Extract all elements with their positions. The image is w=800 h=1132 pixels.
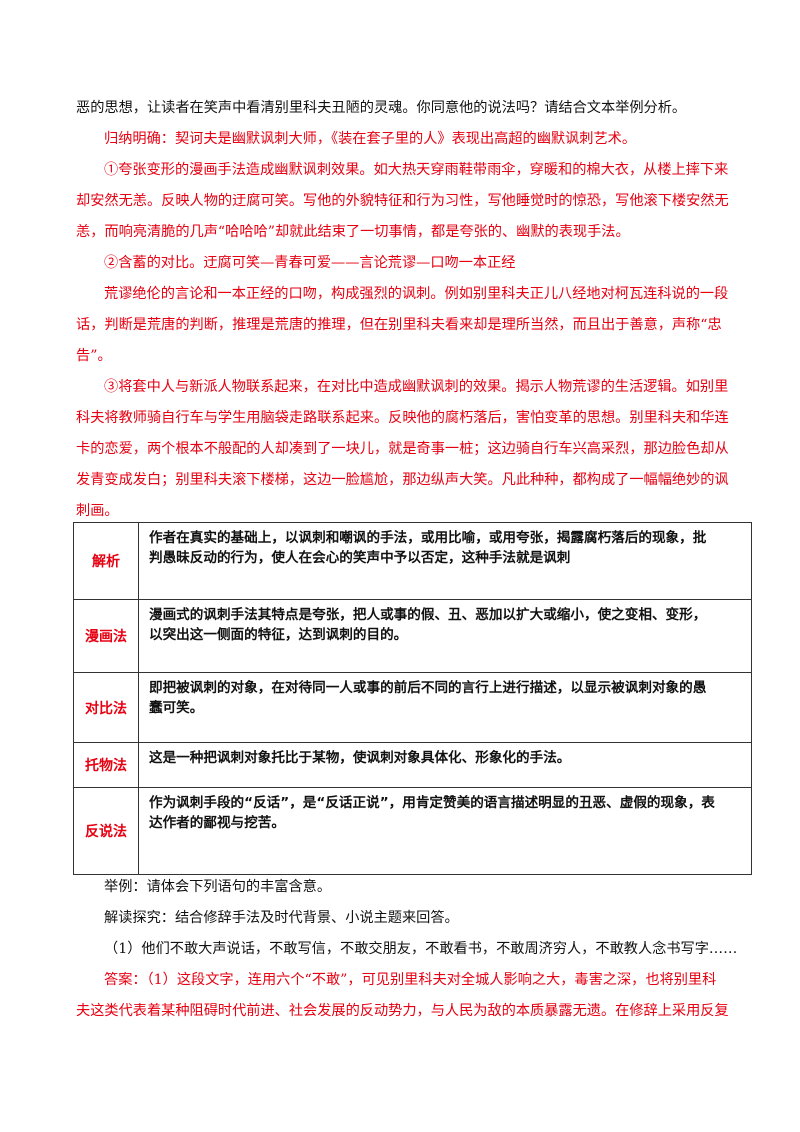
point-1-line: 却安然无恙。反映人物的迂腐可笑。写他的外貌特征和行为习性，写他睡觉时的惊恐，写他… <box>76 193 729 209</box>
description-line: 这是一种把讽刺对象托比于某物，使讽刺对象具体化、形象化的手法。 <box>149 750 571 766</box>
satire-techniques-table: 解析 作者在真实的基础上，以讽刺和嘲讽的手法，或用比喻，或用夸张，揭露腐朽落后的… <box>73 522 752 875</box>
point-3-line: 卡的恋爱，两个根本不般配的人却凑到了一块儿，就是奇事一桩；这边骑自行车兴高采烈，… <box>76 441 729 457</box>
question-text-line: 恶的思想，让读者在笑声中看清别里科夫丑陋的灵魂。你同意他的说法吗？请结合文本举例… <box>76 100 687 116</box>
example-prompt: 举例：请体会下列语句的丰富含意。 <box>104 879 332 895</box>
table-row: 托物法 这是一种把讽刺对象托比于某物，使讽刺对象具体化、形象化的手法。 <box>73 742 752 788</box>
point-3-line: 刺画。 <box>76 503 119 519</box>
description-line: 以突出这一侧面的特征，达到讽刺的目的。 <box>149 627 408 643</box>
answer-line: 答案：（1）这段文字，连用六个“不敢”，可见别里科夫对全城人影响之大，毒害之深，… <box>104 972 717 988</box>
row-description: 即把被讽刺的对象，在对待同一人或事的前后不同的言行上进行描述，以显示被讽刺对象的… <box>138 672 752 743</box>
row-term: 对比法 <box>73 672 139 743</box>
point-3-line: 科夫将教师骑自行车与学生用脑袋走路联系起来。反映他的腐朽落后，害怕变革的思想。别… <box>76 410 729 426</box>
row-description: 漫画式的讽刺手法其特点是夸张，把人或事的假、丑、恶加以扩大或缩小，使之变相、变形… <box>138 599 752 673</box>
answer-line: 夫这类代表着某种阻碍时代前进、社会发展的反动势力，与人民为敌的本质暴露无遗。在修… <box>76 1003 729 1019</box>
row-term: 漫画法 <box>73 599 139 673</box>
table-row: 对比法 即把被讽刺的对象，在对待同一人或事的前后不同的言行上进行描述，以显示被讽… <box>73 672 752 743</box>
point-2-heading: ②含蓄的对比。迂腐可笑—青春可爱——言论荒谬—口吻一本正经 <box>104 255 516 271</box>
row-term: 托物法 <box>73 742 139 788</box>
description-line: 作者在真实的基础上，以讽刺和嘲讽的手法，或用比喻，或用夸张，揭露腐朽落后的现象，… <box>149 530 707 546</box>
description-line: 达作者的鄙视与挖苦。 <box>149 815 285 831</box>
description-line: 作为讽刺手段的“反话”，是“反话正说”，用肯定赞美的语言描述明显的丑恶、虚假的现… <box>149 795 715 811</box>
description-line: 蠢可笑。 <box>149 700 204 716</box>
table-row: 漫画法 漫画式的讽刺手法其特点是夸张，把人或事的假、丑、恶加以扩大或缩小，使之变… <box>73 599 752 673</box>
point-2-line: 荒谬绝伦的言论和一本正经的口吻，构成强烈的讽刺。例如别里科夫正儿八经地对柯瓦连科… <box>104 286 729 302</box>
point-3-line: ③将套中人与新派人物联系起来，在对比中造成幽默讽刺的效果。揭示人物荒谬的生活逻辑… <box>104 379 729 395</box>
row-term: 反说法 <box>73 787 139 875</box>
point-1-line: 恙，而响亮清脆的几声“哈哈哈”却就此结束了一切事情，都是夸张的、幽默的表现手法。 <box>76 224 630 240</box>
summary-heading: 归纳明确：契诃夫是幽默讽刺大师，《装在套子里的人》表现出高超的幽默讽刺艺术。 <box>104 131 637 147</box>
point-1-line: ①夸张变形的漫画手法造成幽默讽刺效果。如大热天穿雨鞋带雨伞，穿暖和的棉大衣，从楼… <box>104 162 729 178</box>
example-sentence: （1）他们不敢大声说话，不敢写信，不敢交朋友，不敢看书，不敢周济穷人，不敢教人念… <box>104 941 736 957</box>
row-description: 作为讽刺手段的“反话”，是“反话正说”，用肯定赞美的语言描述明显的丑恶、虚假的现… <box>138 787 752 875</box>
row-description: 作者在真实的基础上，以讽刺和嘲讽的手法，或用比喻，或用夸张，揭露腐朽落后的现象，… <box>138 522 752 600</box>
point-2-line: 话，判断是荒唐的判断，推理是荒唐的推理，但在别里科夫看来却是理所当然，而且出于善… <box>76 317 722 333</box>
description-line: 漫画式的讽刺手法其特点是夸张，把人或事的假、丑、恶加以扩大或缩小，使之变相、变形… <box>149 607 707 623</box>
description-line: 即把被讽刺的对象，在对待同一人或事的前后不同的言行上进行描述，以显示被讽刺对象的… <box>149 680 707 696</box>
point-3-line: 发青变成发白；别里科夫滚下楼梯，这边一脸尴尬，那边纵声大笑。凡此种种，都构成了一… <box>76 472 729 488</box>
description-line: 判愚昧反动的行为，使人在会心的笑声中予以否定，这种手法就是讽刺 <box>149 550 571 566</box>
row-term: 解析 <box>73 522 139 600</box>
table-row: 反说法 作为讽刺手段的“反话”，是“反话正说”，用肯定赞美的语言描述明显的丑恶、… <box>73 787 752 875</box>
row-description: 这是一种把讽刺对象托比于某物，使讽刺对象具体化、形象化的手法。 <box>138 742 752 788</box>
table-row: 解析 作者在真实的基础上，以讽刺和嘲讽的手法，或用比喻，或用夸张，揭露腐朽落后的… <box>73 522 752 600</box>
exploration-prompt: 解读探究：结合修辞手法及时代背景、小说主题来回答。 <box>104 910 459 926</box>
point-2-line: 告”。 <box>76 348 112 364</box>
